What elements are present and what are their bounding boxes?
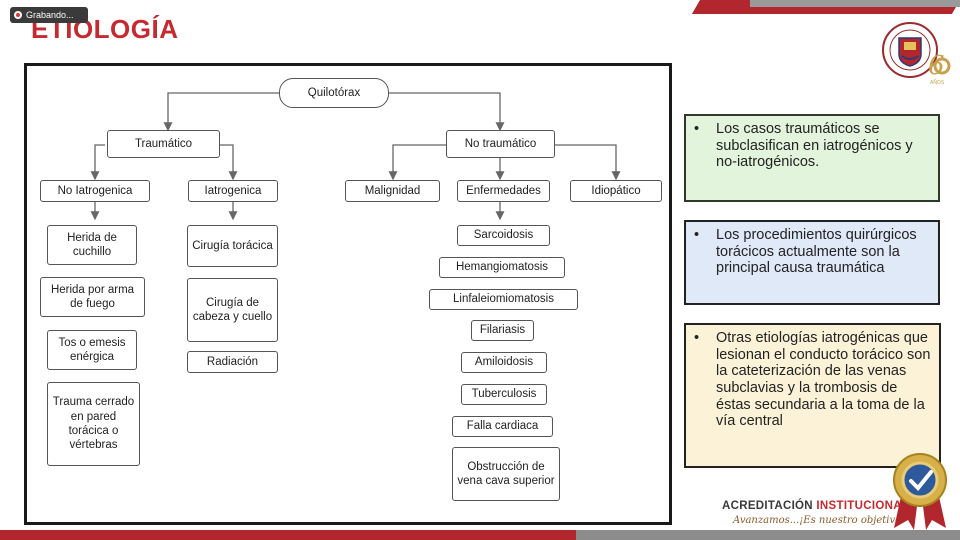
node-linfaleiomiomatosis: Linfaleiomiomatosis [429,289,578,310]
accreditation-word-2: INSTITUCIONAL [816,500,910,512]
node-traumatic: Traumático [107,130,220,158]
info-text: Los casos traumáticos se subclasifican e… [716,121,913,171]
accreditation-medal-icon [893,453,947,530]
node-gunshot-wound: Herida por arma de fuego [40,277,145,317]
svg-text:AÑOS: AÑOS [930,79,945,86]
node-tuberculosis: Tuberculosis [461,384,547,405]
node-iatrogenic: Iatrogenica [188,180,278,202]
record-icon [14,11,22,19]
node-radiation: Radiación [187,351,278,373]
node-sarcoidosis: Sarcoidosis [457,225,550,246]
node-quilotorax: Quilotórax [279,78,389,108]
node-blunt-trauma: Trauma cerrado en pared torácica o vérte… [47,382,140,466]
node-thoracic-surgery: Cirugía torácica [187,225,278,267]
recording-indicator[interactable]: Grabando... [10,7,88,23]
info-box-other-etiologies: • Otras etiologías iatrogénicas que lesi… [684,323,941,468]
node-idiopathic: Idiopático [570,180,662,202]
info-box-traumatic-cases: • Los casos traumáticos se subclasifican… [684,114,940,202]
node-hemangiomatosis: Hemangiomatosis [439,257,565,278]
bullet-glyph: • [694,121,700,137]
node-head-neck-surgery: Cirugía de cabeza y cuello [187,278,278,342]
diagram-connectors [90,92,621,221]
node-diseases: Enfermedades [457,180,550,202]
bullet-glyph: • [694,330,700,346]
node-knife-wound: Herida de cuchillo [47,225,137,265]
university-seal-logo: 6 AÑOS [882,22,951,86]
recording-label: Grabando... [26,10,74,20]
node-svc-obstruction: Obstrucción de vena cava superior [452,447,560,501]
bullet-glyph: • [694,227,700,243]
node-malignancy: Malignidad [345,180,440,202]
accreditation-label: ACREDITACIÓN INSTITUCIONAL [722,500,909,512]
node-non-traumatic: No traumático [446,130,555,158]
bottom-stripe [0,530,960,540]
info-text: Otras etiologías iatrogénicas que lesion… [716,330,931,430]
node-cough-emesis: Tos o emesis enérgica [47,330,137,370]
info-box-surgical-procedures: • Los procedimientos quirúrgicos torácic… [684,220,940,305]
accreditation-word-1: ACREDITACIÓN [722,500,813,512]
accreditation-slogan: Avanzamos...¡Es nuestro objetivo! [733,515,906,526]
node-heart-failure: Falla cardiaca [452,416,553,437]
node-amiloidosis: Amiloidosis [461,352,547,373]
top-stripe-gray [750,0,960,7]
info-text: Los procedimientos quirúrgicos torácicos… [716,227,917,277]
node-filariasis: Filariasis [471,320,534,341]
etiology-diagram: Quilotórax Traumático No traumático No I… [24,63,672,525]
node-no-iatrogenic: No Iatrogenica [40,180,150,202]
